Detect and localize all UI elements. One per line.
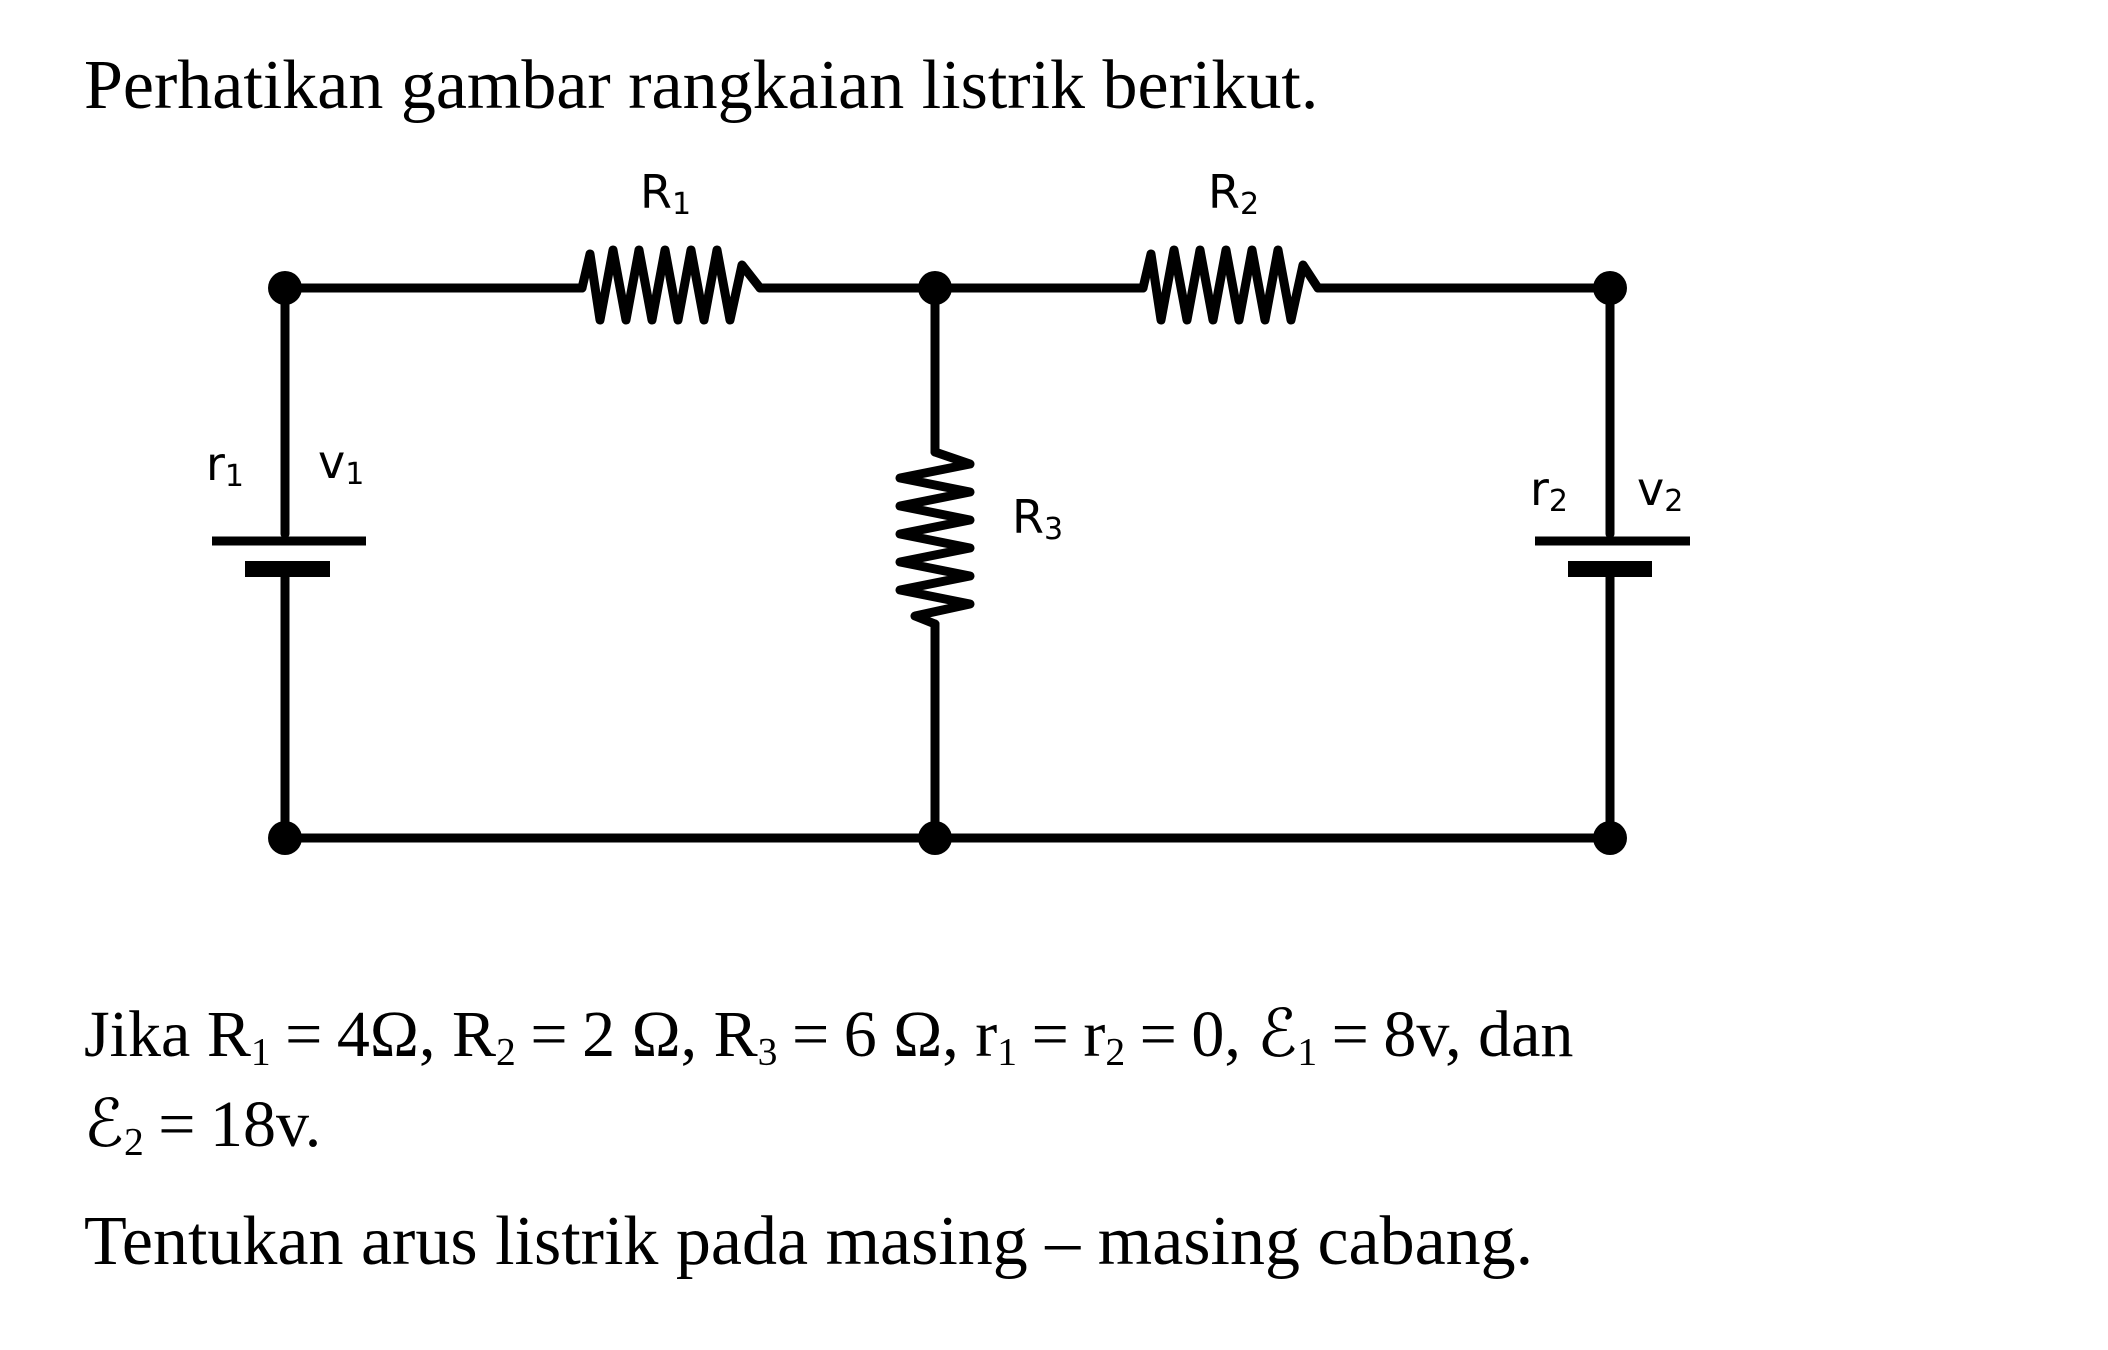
given-internal-r: r1=r2=0, [975, 998, 1241, 1074]
label-v2: v2 [1637, 462, 1683, 519]
battery-v2 [1535, 536, 1690, 577]
resistor-r1 [577, 245, 765, 325]
givens-prefix: Jika [84, 998, 191, 1071]
given-r2: R2=2 Ω, [451, 998, 698, 1074]
givens-conjunction: dan [1478, 998, 1574, 1071]
resistor-r2 [1138, 245, 1323, 325]
given-emf-2: ℰ2=18v. [84, 1088, 322, 1164]
battery-v1 [212, 536, 366, 577]
given-r1: R1=4Ω, [206, 998, 436, 1074]
node-bottom-left [268, 821, 302, 855]
node-top-mid [918, 271, 952, 305]
node-bottom-right [1593, 821, 1627, 855]
problem-intro: Perhatikan gambar rangkaian listrik beri… [84, 47, 1319, 124]
givens-line-2: ℰ2=18v. [84, 1085, 321, 1182]
givens-line-1: Jika R1=4Ω, R2=2 Ω, R3=6 Ω, r1=r2=0, ℰ1=… [84, 995, 1573, 1092]
label-r-internal-1: r1 [206, 437, 244, 494]
label-r1: R1 [640, 165, 691, 222]
label-r2: R2 [1208, 165, 1259, 222]
node-top-left [268, 271, 302, 305]
resistor-r3 [895, 447, 975, 629]
given-emf-1: ℰ1=8v, [1257, 998, 1462, 1074]
question-text: Tentukan arus listrik pada masing – masi… [84, 1203, 1534, 1280]
given-r3: R3=6 Ω, [713, 998, 959, 1074]
label-r3: R3 [1012, 490, 1063, 547]
label-r-internal-2: r2 [1530, 462, 1568, 519]
node-top-right [1593, 271, 1627, 305]
node-bottom-mid [918, 821, 952, 855]
label-v1: v1 [318, 435, 364, 492]
